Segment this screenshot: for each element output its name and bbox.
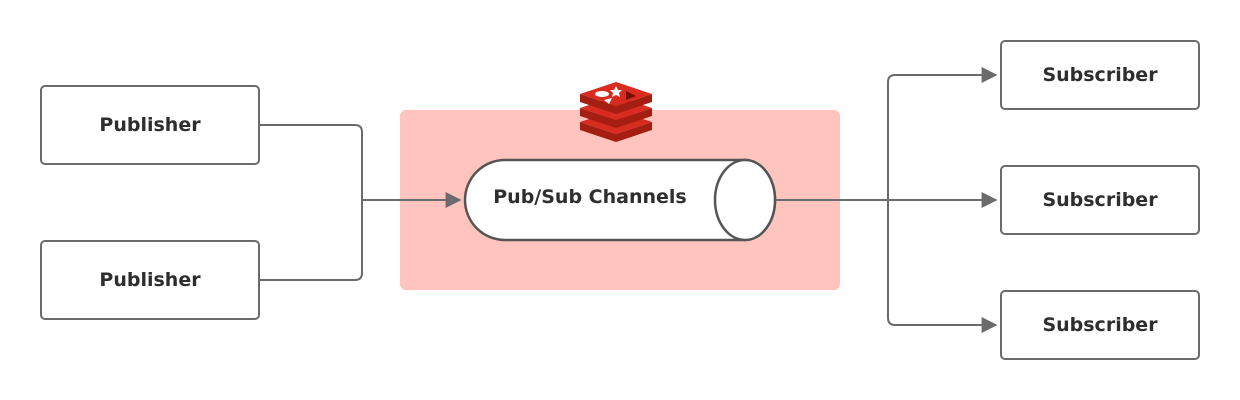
subscriber-label: Subscriber <box>1042 64 1158 86</box>
publisher-box: Publisher <box>40 85 260 165</box>
publisher-2-connector <box>260 200 363 281</box>
channel-label: Pub/Sub Channels <box>493 186 687 208</box>
publisher-box: Publisher <box>40 240 260 320</box>
channel-cylinder <box>463 158 777 242</box>
publisher-label: Publisher <box>99 114 201 136</box>
redis-logo-icon <box>580 82 652 142</box>
subscriber-1-connector <box>887 67 998 200</box>
subscriber-3-connector <box>887 200 998 333</box>
subscriber-box: Subscriber <box>1000 290 1200 360</box>
subscriber-box: Subscriber <box>1000 40 1200 110</box>
subscriber-label: Subscriber <box>1042 314 1158 336</box>
publisher-1-connector <box>260 124 363 200</box>
subscriber-box: Subscriber <box>1000 165 1200 235</box>
publisher-label: Publisher <box>99 269 201 291</box>
subscriber-label: Subscriber <box>1042 189 1158 211</box>
